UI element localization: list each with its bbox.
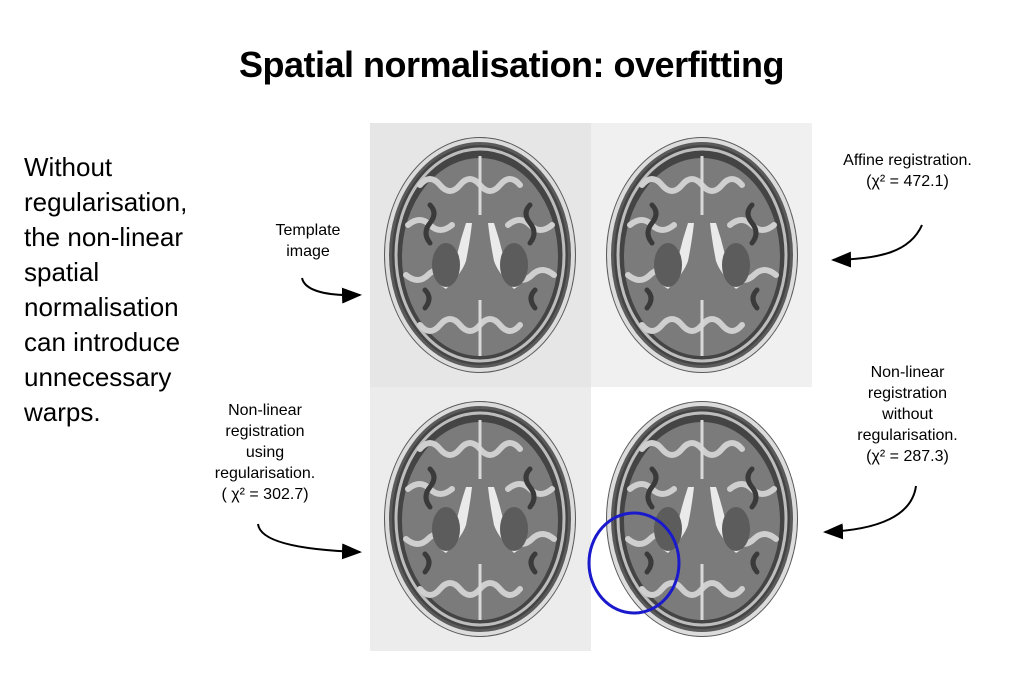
label-line: registration xyxy=(867,385,948,402)
label-line: regularisation. xyxy=(214,465,316,482)
brain-scan-panel xyxy=(370,123,812,651)
slide-title: Spatial normalisation: overfitting xyxy=(238,44,785,85)
arrow-affine xyxy=(831,224,923,268)
label-line: using xyxy=(245,444,285,461)
arrow-with-regularisation xyxy=(257,523,362,560)
label-line: image xyxy=(286,243,330,260)
label-line: registration xyxy=(225,423,305,440)
label-line: Non-linear xyxy=(228,402,302,419)
label-line: Affine registration. xyxy=(843,152,972,169)
label-line: Template xyxy=(275,222,341,239)
arrow-without-regularisation xyxy=(823,485,917,540)
label-line: Non-linear xyxy=(870,364,945,381)
label-affine-registration: Affine registration. (χ² = 472.1) xyxy=(815,150,1000,192)
label-line: (χ² = 472.1) xyxy=(866,173,949,190)
label-line: without xyxy=(882,406,933,423)
arrow-template xyxy=(301,277,362,304)
highlight-circle xyxy=(587,511,681,615)
label-template-image: Template image xyxy=(262,220,354,262)
label-line: (χ² = 287.3) xyxy=(866,448,949,465)
label-line: regularisation. xyxy=(857,427,958,444)
label-with-regularisation: Non-linear registration using regularisa… xyxy=(185,400,345,505)
slide-body-text: Without regularisation, the non-linear s… xyxy=(24,152,188,427)
label-line: ( χ² = 302.7) xyxy=(221,486,309,503)
label-without-regularisation: Non-linear registration without regulari… xyxy=(830,362,985,467)
